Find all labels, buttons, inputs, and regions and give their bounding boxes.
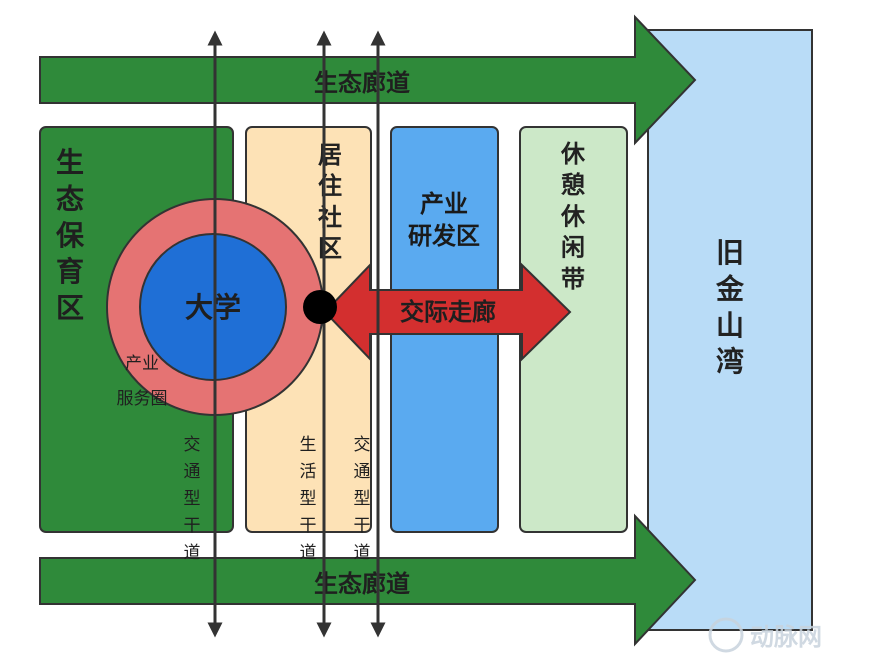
exchange-corridor-arrow [323, 262, 572, 362]
junction-dot [303, 290, 337, 324]
ring-label-line1: 产业 [125, 354, 159, 374]
watermark: 动脉网 [708, 617, 822, 653]
watermark-logo-icon [708, 617, 744, 653]
corridor-top-label: 生态廊道 [314, 69, 410, 97]
university-label: 大学 [185, 291, 241, 324]
corridor-top-arrow [39, 14, 697, 146]
watermark-label: 动脉网 [750, 623, 822, 651]
conservation-label: 生态保育区 [56, 146, 85, 325]
bay-label: 旧金山湾 [715, 236, 745, 378]
research-label-line2: 研发区 [408, 222, 480, 250]
exchange-corridor-label: 交际走廊 [400, 298, 496, 326]
artery-left-label: 交通型干道 [184, 435, 201, 563]
artery-right-label: 交通型干道 [354, 435, 371, 563]
research-label-line1: 产业 [420, 190, 468, 218]
artery-mid-label: 生活型干道 [300, 435, 317, 563]
ring-label-line2: 服务圈 [117, 389, 168, 409]
corridor-bottom-label: 生态廊道 [314, 570, 410, 598]
bay-block [647, 29, 813, 631]
corridor-bottom-arrow [39, 513, 697, 647]
leisure-label: 休憩休闲带 [560, 140, 586, 293]
